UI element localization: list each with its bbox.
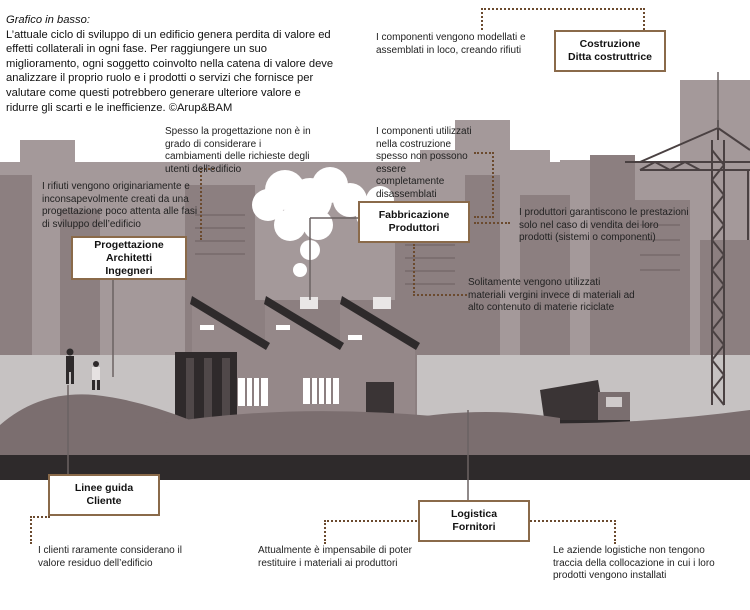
dots-materiali	[413, 244, 467, 296]
earth-mounds	[0, 394, 750, 460]
dots-impensabile	[324, 520, 420, 544]
dots-clienti	[30, 516, 50, 544]
note-materiali-vergini: Solitamente vengono utilizzati materiali…	[468, 277, 635, 313]
box-progettazione-title: Progettazione	[94, 238, 164, 251]
box-costruzione: Costruzione Ditta costruttrice	[554, 30, 666, 72]
note-clienti: I clienti raramente considerano il valor…	[38, 545, 182, 569]
box-progettazione-sub1: Architetti	[105, 251, 153, 264]
box-fabbricazione-title: Fabbricazione	[378, 209, 450, 221]
box-logistica-title: Logistica	[450, 508, 498, 520]
intro-text: Grafico in basso: L’attuale ciclo di svi…	[6, 13, 336, 115]
connector-lines	[67, 72, 719, 501]
tower-crane	[625, 120, 750, 406]
people-figures	[66, 348, 100, 390]
box-costruzione-title: Costruzione	[579, 38, 641, 50]
note-costruzione: I componenti vengono modellati e assembl…	[376, 32, 526, 56]
box-logistica: Logistica Fornitori	[418, 500, 530, 542]
dots-logistiche	[530, 520, 616, 544]
factory	[175, 296, 420, 424]
intro-caption: Grafico in basso:	[6, 14, 90, 26]
note-rifiuti: I rifiuti vengono originariamente e inco…	[42, 181, 198, 230]
note-progettazione-cambiamenti: Spesso la progettazione non è in grado d…	[165, 126, 311, 175]
box-linee-guida: Linee guida Cliente	[48, 474, 160, 516]
box-linee-title: Linee guida	[74, 482, 134, 494]
note-produttori-garantiscono: I produttori garantiscono le prestazioni…	[519, 207, 689, 243]
dots-cambiamenti	[200, 168, 214, 240]
note-impensabile: Attualmente è impensabile di poter resti…	[258, 545, 412, 569]
note-logistiche: Le aziende logistiche non tengono tracci…	[553, 545, 715, 581]
box-costruzione-sub: Ditta costruttrice	[567, 51, 652, 63]
box-fabbricazione-sub: Produttori	[388, 222, 440, 234]
box-progettazione: Progettazione Architetti Ingegneri	[71, 236, 187, 280]
dots-componenti	[474, 152, 494, 218]
intro-body: L’attuale ciclo di sviluppo di un edific…	[6, 28, 334, 114]
box-linee-sub: Cliente	[86, 495, 122, 507]
dots-costruzione	[481, 8, 645, 30]
dots-produttori	[474, 222, 510, 230]
box-logistica-sub: Fornitori	[452, 521, 496, 533]
note-componenti-utilizzati: I componenti utilizzati nella costruzion…	[376, 126, 472, 200]
box-progettazione-sub2: Ingegneri	[105, 264, 153, 277]
box-fabbricazione: Fabbricazione Produttori	[358, 201, 470, 243]
